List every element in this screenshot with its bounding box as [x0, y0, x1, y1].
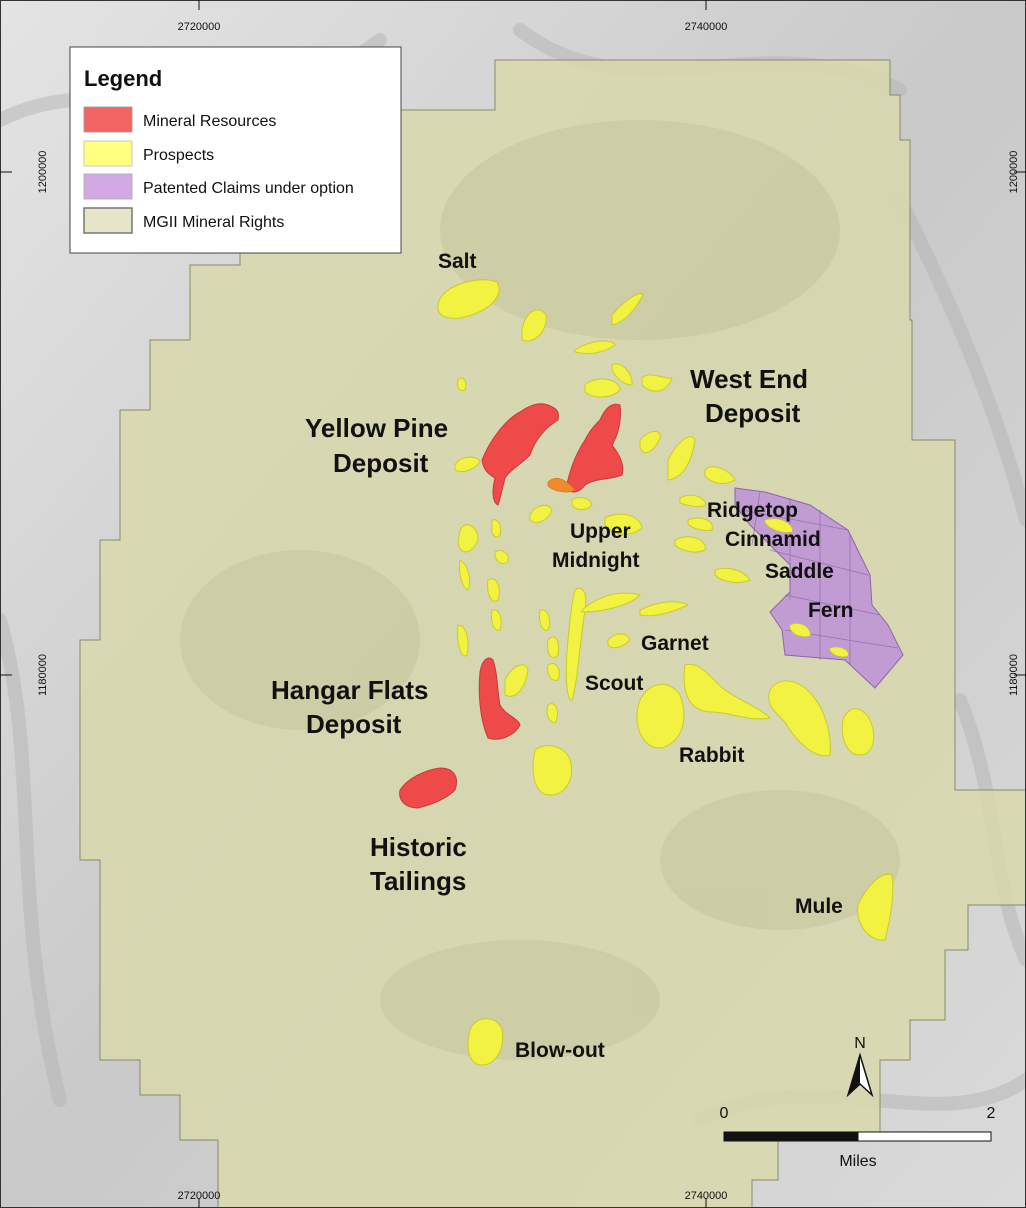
label-yellow-pine-line1: Yellow Pine [305, 413, 448, 443]
legend-swatch-prospects [83, 140, 133, 167]
label-upper-midnight-line1: Upper [570, 520, 631, 543]
legend-label-mineral-resources: Mineral Resources [143, 113, 276, 130]
legend-label-mineral-rights: MGII Mineral Rights [143, 214, 284, 231]
legend-title: Legend [84, 66, 162, 91]
label-blow-out: Blow-out [515, 1039, 605, 1062]
grid-label-bottom-2: 2740000 [685, 1190, 728, 1202]
label-rabbit: Rabbit [679, 744, 744, 767]
label-scout: Scout [585, 672, 643, 695]
label-historic-tailings-line2: Tailings [370, 866, 466, 896]
label-garnet: Garnet [641, 632, 709, 655]
label-mule: Mule [795, 895, 843, 918]
prospect-areas [437, 279, 894, 1066]
historic-tailings-resource [399, 767, 457, 809]
grid-label-bottom-1: 2720000 [178, 1190, 221, 1202]
yellow-pine-resource [481, 403, 559, 506]
label-historic-tailings-line1: Historic [370, 832, 467, 862]
label-hangar-flats-line1: Hangar Flats [271, 675, 429, 705]
scale-bar-unit: Miles [839, 1153, 876, 1170]
label-cinnamid: Cinnamid [725, 528, 821, 551]
claim-prospect-streaks [764, 518, 849, 657]
legend-label-prospects: Prospects [143, 147, 214, 164]
label-yellow-pine-line2: Deposit [333, 448, 429, 478]
scale-bar-start: 0 [720, 1105, 729, 1122]
label-west-end-line2: Deposit [705, 398, 801, 428]
grid-label-left-2: 1180000 [37, 654, 49, 696]
grid-label-top-2: 2740000 [685, 21, 728, 33]
hangar-flats-resource [478, 657, 521, 740]
north-arrow-label: N [854, 1035, 866, 1052]
label-ridgetop: Ridgetop [707, 499, 798, 522]
label-fern: Fern [808, 599, 854, 622]
label-west-end-line1: West End [690, 364, 808, 394]
scale-bar: 0 2 Miles [720, 1105, 996, 1170]
scale-bar-white-segment [857, 1131, 992, 1142]
mineral-rights-area [79, 59, 1026, 1208]
orange-resource-patch [547, 477, 576, 493]
label-salt: Salt [438, 250, 477, 273]
scale-bar-black-segment [723, 1131, 859, 1142]
label-hangar-flats-line2: Deposit [306, 709, 402, 739]
label-upper-midnight-line2: Midnight [552, 549, 639, 572]
label-saddle: Saddle [765, 560, 834, 583]
terrain-shading [180, 120, 900, 1060]
legend-swatch-patented-claims [83, 173, 133, 200]
grid-label-right-1: 1200000 [1008, 151, 1020, 194]
north-arrow: N [846, 1035, 874, 1098]
patented-claims [734, 487, 904, 689]
grid-label-right-2: 1180000 [1008, 654, 1020, 696]
legend-panel: Legend Mineral Resources Prospects Paten… [69, 46, 402, 254]
grid-label-left-1: 1200000 [37, 151, 49, 194]
west-end-resource [565, 403, 624, 493]
legend-swatch-mineral-resources [83, 106, 133, 133]
legend-swatch-mineral-rights [83, 207, 133, 234]
legend-label-patented-claims: Patented Claims under option [143, 180, 354, 197]
scale-bar-end: 2 [987, 1105, 996, 1122]
grid-label-top-1: 2720000 [178, 21, 221, 33]
mineral-resource-areas [399, 403, 624, 809]
